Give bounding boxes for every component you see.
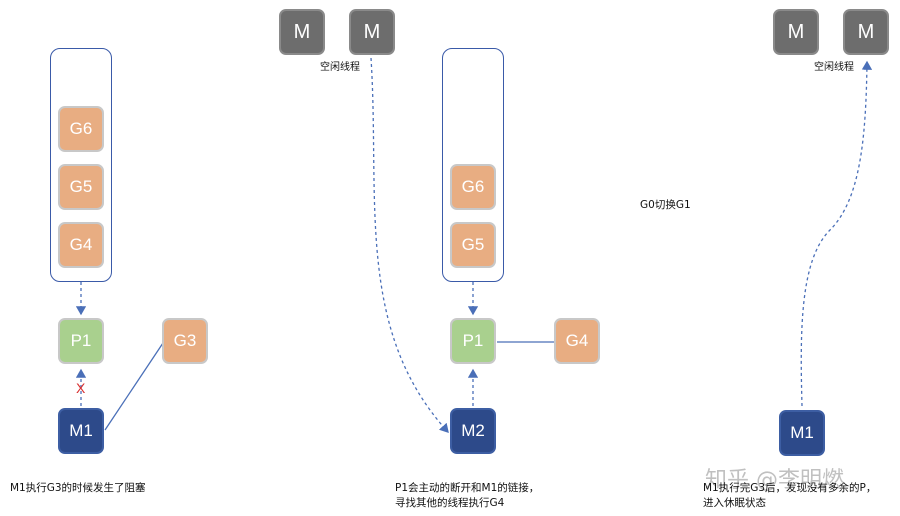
m1-to-idle-arrow bbox=[800, 60, 873, 407]
goroutine-g4: G4 bbox=[554, 318, 600, 364]
machine-m2: M2 bbox=[450, 408, 496, 454]
idle-machine-1: M bbox=[279, 9, 325, 55]
idle-machine-2: M bbox=[349, 9, 395, 55]
goroutine-g3: G3 bbox=[162, 318, 208, 364]
machine-m1: M1 bbox=[779, 410, 825, 456]
idle-m-to-m2-arrow bbox=[370, 57, 449, 433]
goroutine-g5: G5 bbox=[58, 164, 104, 210]
caption-panel1: M1执行G3的时候发生了阻塞 bbox=[10, 482, 146, 494]
goroutine-g6: G6 bbox=[450, 164, 496, 210]
watermark: 知乎 @李明燃 bbox=[705, 468, 844, 493]
blocked-x-mark: X bbox=[76, 380, 86, 396]
caption-panel2-line2: 寻找其他的线程执行G4 bbox=[395, 497, 505, 509]
local-run-queue-2 bbox=[442, 48, 504, 282]
goroutine-g6: G6 bbox=[58, 106, 104, 152]
m1-g3-link bbox=[104, 342, 164, 431]
idle-threads-label: 空闲线程 bbox=[814, 62, 854, 73]
local-run-queue bbox=[50, 48, 112, 282]
processor-p1: P1 bbox=[58, 318, 104, 364]
goroutine-g5: G5 bbox=[450, 222, 496, 268]
processor-p1: P1 bbox=[450, 318, 496, 364]
caption-panel3-line1: M1执行完G3后，发现没有多余的P， bbox=[703, 482, 877, 494]
context-switch-label: G0切换G1 bbox=[640, 199, 691, 211]
caption-panel2-line1: P1会主动的断开和M1的链接， bbox=[395, 482, 540, 494]
goroutine-g4: G4 bbox=[58, 222, 104, 268]
machine-m1: M1 bbox=[58, 408, 104, 454]
caption-panel3-line2: 进入休眠状态 bbox=[703, 497, 766, 509]
idle-machine-1: M bbox=[773, 9, 819, 55]
idle-machine-2: M bbox=[843, 9, 889, 55]
idle-threads-label: 空闲线程 bbox=[320, 62, 360, 73]
